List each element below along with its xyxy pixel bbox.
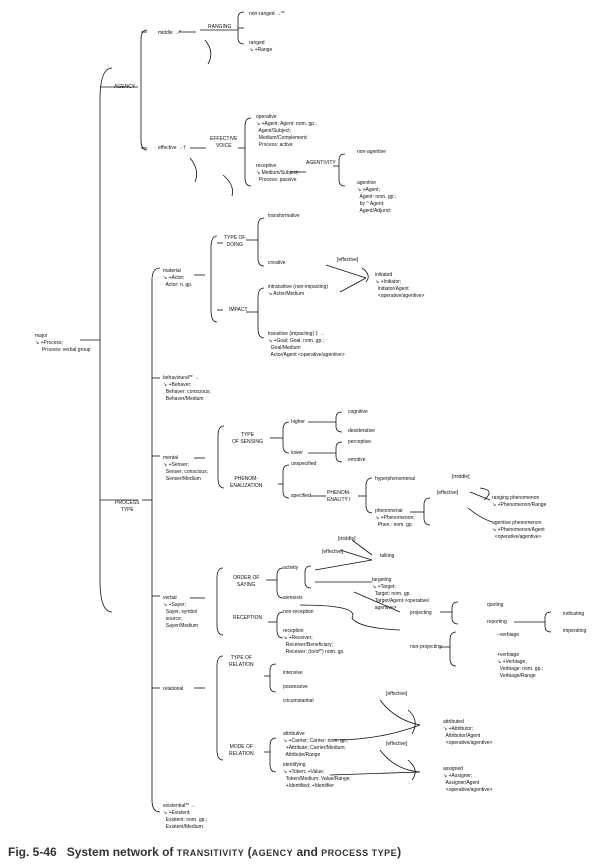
figure-caption: Fig. 5-46 System network of TRANSITIVITY… bbox=[8, 845, 401, 859]
system-mode-of-relation: MODE OF RELATION bbox=[229, 744, 254, 757]
node-initiated: initiated ↘ +Initiator; Initiator/Agent … bbox=[375, 272, 425, 299]
node-hyperphenomenal: hyperphenomenal bbox=[375, 476, 416, 482]
node-talking: talking bbox=[380, 553, 395, 559]
node-reporting: reporting bbox=[487, 619, 507, 625]
node-targeting: targeting ↘ +Target; Target: nom. gp. Ta… bbox=[372, 577, 430, 611]
tag-effective-assigned: [effective] bbox=[386, 741, 408, 747]
node-neg-verbiage: −verbiage bbox=[497, 632, 520, 638]
system-agentivity: AGENTIVITY bbox=[306, 160, 336, 166]
node-operative: operative ↘ +Agent; Agent: nom. gp.; Age… bbox=[256, 114, 317, 148]
node-attributive: attributive ↘ +Carrier; Carrier: nom. gp… bbox=[283, 731, 349, 758]
node-middle: middle →* bbox=[158, 30, 182, 36]
tag-effective-phenomenal: [effective] bbox=[437, 490, 459, 496]
node-non-agentive: non-agentive bbox=[357, 149, 386, 155]
tag-effective-talking: [effective] bbox=[322, 549, 344, 555]
node-agentive: agentive ↘ +Agent; Agent: nom. gp.; by ^… bbox=[357, 180, 397, 214]
node-non-reception: non-reception bbox=[283, 609, 314, 615]
node-perceptive: perceptive bbox=[348, 439, 372, 445]
node-identifying: identifying ↘ +Token; +Value; Token/Medi… bbox=[283, 762, 351, 789]
node-cognitive: cognitive bbox=[348, 409, 368, 415]
system-process-type: PROCESS TYPE bbox=[115, 500, 140, 513]
node-verbal: verbal ↘ +Sayer; Sayer, symbol source; S… bbox=[163, 595, 199, 629]
node-semiosis: semiosis bbox=[283, 595, 303, 601]
node-phenomenal: phenomenal ↘ +Phenomenon; Phen.: nom. gp… bbox=[375, 508, 415, 528]
node-indicating: indicating bbox=[563, 611, 585, 617]
node-mental: mental ↘ +Senser; Senser; conscious; Sen… bbox=[163, 455, 209, 482]
node-transitive: transitive (impacting) ‡ → ↘ +Goal; Goal… bbox=[268, 331, 345, 358]
tag-middle-talking: [middle] bbox=[338, 536, 356, 542]
node-transformative: transformative bbox=[268, 213, 300, 219]
node-ranging-phenomenon: ranging phenomenon ↘ +Phenomenon/Range bbox=[492, 495, 547, 508]
node-verbiage: +verbiage ↘ +Verbiage; Verbiage: nom. gp… bbox=[497, 652, 544, 679]
system-reception: RECEPTION bbox=[233, 615, 263, 621]
node-imperating: imperating bbox=[563, 628, 587, 634]
tag-effective-attributed: [effective] bbox=[386, 691, 408, 697]
caption-process-type: PROCESS TYPE bbox=[321, 848, 398, 858]
system-phenomenalization: PHENOM- ENALIZATION bbox=[230, 476, 263, 489]
caption-transitivity: TRANSITIVITY bbox=[176, 848, 245, 858]
node-circumstantial: circumstantial bbox=[283, 698, 314, 704]
node-material: material ↘ +Actor; Actor: n. gp. bbox=[163, 268, 193, 288]
node-lower: lower bbox=[291, 450, 303, 456]
node-ranged: ranged ↘ +Range bbox=[249, 40, 273, 53]
system-type-of-sensing: TYPE OF SENSING bbox=[232, 432, 263, 445]
node-behavioural: behavioural** → ↘ +Behaver; Behaver: con… bbox=[163, 375, 211, 402]
node-intransitive: intransitive (non-impacting) ↘ Actor/Med… bbox=[268, 284, 329, 297]
node-reception: reception ↘ +Receiver; Receiver/Benefici… bbox=[283, 628, 345, 655]
system-phenomenality: PHENOM- ENALITY I bbox=[327, 490, 351, 503]
caption-and: and bbox=[293, 845, 322, 859]
node-effective: effective →† bbox=[158, 145, 186, 151]
node-quoting: quoting bbox=[487, 602, 504, 608]
node-possessive: possessive bbox=[283, 684, 308, 690]
caption-paren-close: ) bbox=[397, 845, 402, 859]
system-type-of-relation: TYPE OF RELATION bbox=[229, 655, 254, 668]
tag-effective-initiated: [effective] bbox=[337, 257, 359, 263]
node-assigned: assigned ↘ +Assigner; Assigner/Agent <op… bbox=[443, 766, 493, 793]
node-receptive: receptive ↘ Medium/Subject; Process: pas… bbox=[256, 163, 299, 183]
node-relational: relational bbox=[163, 686, 184, 692]
node-intensive: intensive bbox=[283, 670, 303, 676]
system-order-of-saying: ORDER OF SAYING bbox=[233, 575, 260, 588]
node-higher: higher bbox=[291, 419, 305, 425]
figure-number: Fig. 5-46 bbox=[8, 845, 57, 859]
node-agentive-phenomenon: agentive phenomenon ↘ +Phenomenon/Agent … bbox=[492, 520, 545, 540]
caption-pre: System network of bbox=[66, 845, 177, 859]
node-specified: specified bbox=[291, 493, 311, 499]
node-attributed: attributed ↘ +Attributor; Attributor/Age… bbox=[443, 719, 493, 746]
caption-agency: AGENCY bbox=[251, 848, 294, 858]
node-non-projecting: non-projecting bbox=[410, 644, 442, 650]
caption-paren-open: ( bbox=[244, 845, 252, 859]
node-major: major ↘ +Process; Process: verbal group bbox=[35, 333, 91, 353]
node-desiderative: desiderative bbox=[348, 428, 375, 434]
system-ranging: RANGING bbox=[208, 24, 232, 30]
node-non-ranged: non-ranged →** bbox=[249, 11, 285, 17]
tag-middle-phenomenal: [middle] bbox=[452, 474, 470, 480]
node-existential: existential** → ↘ +Existent; Existent: n… bbox=[163, 803, 208, 830]
system-agency: AGENCY bbox=[114, 84, 136, 90]
node-unspecified: unspecified bbox=[291, 461, 317, 467]
system-effective-voice: EFFECTIVE VOICE bbox=[210, 136, 238, 149]
node-creative: creative bbox=[268, 260, 286, 266]
system-impact: IMPACT bbox=[229, 307, 248, 313]
system-type-of-doing: TYPE OF DOING bbox=[224, 235, 246, 248]
node-activity: activity bbox=[283, 565, 299, 571]
node-projecting: projecting bbox=[410, 610, 432, 616]
node-emotive: emotive bbox=[348, 457, 366, 463]
